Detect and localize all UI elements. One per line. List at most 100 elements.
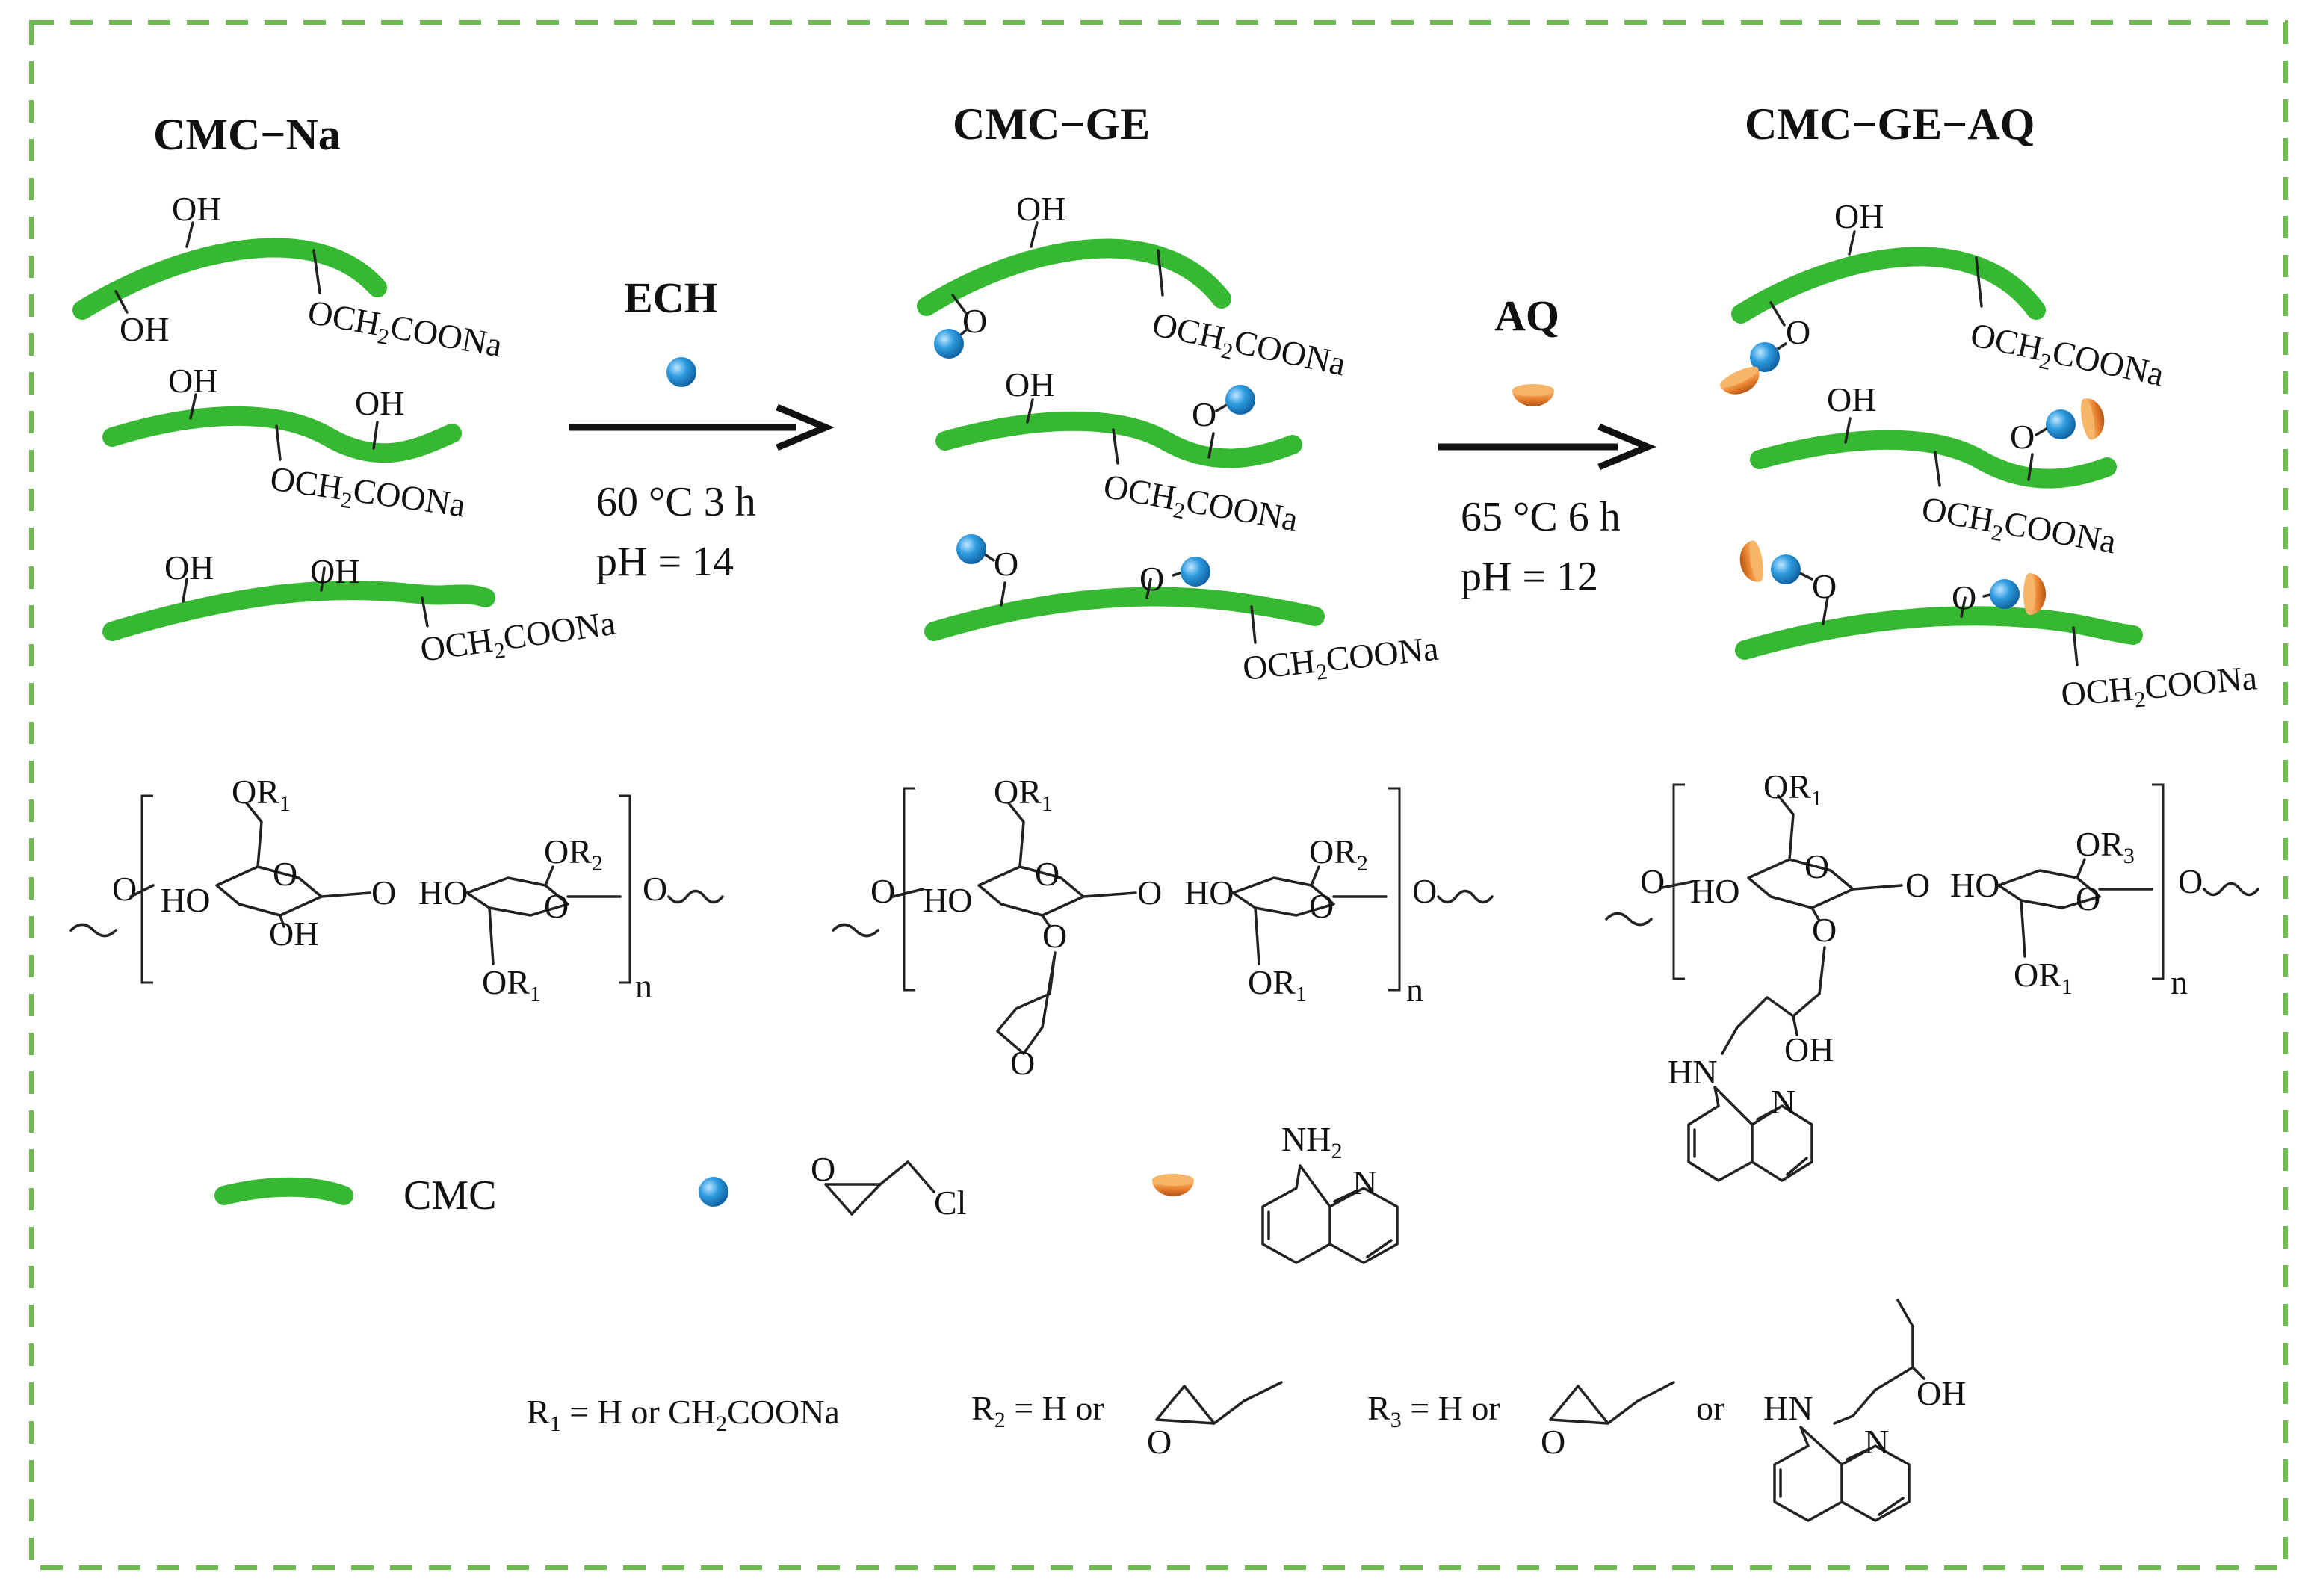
svg-text:O: O (1010, 1044, 1035, 1082)
svg-text:O: O (2076, 879, 2100, 918)
svg-text:O: O (1147, 1423, 1172, 1461)
svg-text:HO: HO (1690, 872, 1739, 910)
aq-structure (1261, 1164, 1331, 1264)
svg-text:OH: OH (1005, 365, 1054, 403)
structure-cmc-na: O OR1 O HO OH O HO OR2 O OR1 n O (69, 773, 724, 1006)
svg-text:OH: OH (1834, 197, 1884, 235)
svg-text:O: O (1541, 1423, 1565, 1461)
cmc-ge-aq-chains: OH O OCH2COONa OH O OCH2COONa O O (1717, 197, 2259, 719)
svg-text:OCH2COONa: OCH2COONa (1148, 305, 1349, 388)
conditions-step2: 65 °C 6 h (1461, 494, 1621, 540)
or-word: or (1696, 1389, 1724, 1427)
r1-definition: R1 = H or CH2COONa (527, 1393, 840, 1436)
svg-text:OCH2COONa: OCH2COONa (1966, 315, 2167, 398)
svg-text:O: O (1137, 873, 1162, 912)
svg-text:O: O (1812, 567, 1837, 605)
svg-text:OCH2COONa: OCH2COONa (267, 459, 468, 529)
structure-cmc-ge-aq: O OR1 O HO O OH HN N O HO OR3 O (1605, 767, 2259, 1182)
svg-text:OH: OH (355, 384, 404, 422)
aq-cap-icon (1512, 384, 1554, 406)
reagent-ech: ECH (624, 273, 718, 322)
ech-sphere-icon (666, 357, 696, 387)
svg-text:OCH2COONa: OCH2COONa (304, 293, 505, 370)
svg-text:OR1: OR1 (994, 773, 1053, 816)
svg-text:O: O (2178, 862, 2203, 900)
svg-text:O: O (1786, 313, 1810, 351)
cmc-ge-chains: OH O OCH2COONa OH O OCH2COONa O O O (917, 190, 1441, 693)
reaction-arrow-2: AQ 65 °C 6 h pH = 12 (1438, 291, 1656, 600)
legend-cmc-label: CMC (403, 1172, 497, 1219)
svg-text:Cl: Cl (934, 1184, 966, 1222)
svg-text:n: n (1406, 971, 1423, 1009)
svg-text:OR1: OR1 (1763, 767, 1822, 811)
svg-text:OH: OH (310, 552, 359, 590)
svg-text:O: O (870, 872, 895, 910)
ch2coona-label: OCH (305, 293, 383, 343)
svg-text:O: O (1412, 872, 1437, 910)
title-cmc-ge-aq: CMC−GE−AQ (1745, 99, 2035, 149)
svg-text:O: O (1640, 862, 1665, 900)
svg-text:HO: HO (161, 881, 210, 919)
svg-text:OH: OH (1917, 1374, 1966, 1412)
svg-text:N: N (1352, 1163, 1377, 1201)
ech-sphere-icon (699, 1177, 728, 1207)
svg-text:OH: OH (1016, 190, 1065, 228)
svg-text:O: O (544, 887, 569, 925)
ph-step2: pH = 12 (1461, 554, 1598, 600)
title-cmc-ge: CMC−GE (953, 99, 1150, 149)
svg-text:OCH2COONa: OCH2COONa (1918, 489, 2119, 566)
r2-definition: R2 = H or (971, 1389, 1104, 1432)
svg-text:O: O (1042, 917, 1067, 955)
svg-text:OCH2COONa: OCH2COONa (1241, 629, 1441, 693)
svg-text:OH: OH (168, 362, 217, 400)
conditions-step1: 60 °C 3 h (596, 479, 756, 525)
svg-text:OCH2COONa: OCH2COONa (1100, 467, 1301, 544)
svg-text:HN: HN (1763, 1389, 1813, 1427)
reaction-arrow-1: ECH 60 °C 3 h pH = 14 (569, 273, 835, 585)
svg-text:O: O (1804, 847, 1829, 885)
svg-text:OR2: OR2 (544, 832, 603, 876)
svg-text:OR1: OR1 (482, 963, 541, 1006)
legend: CMC O Cl NH2 N (214, 1120, 1399, 1264)
svg-text:HO: HO (1184, 873, 1234, 912)
structure-cmc-ge: O OR1 O HO O O O HO OR2 O OR1 n O (832, 773, 1494, 1082)
svg-text:N: N (1771, 1083, 1795, 1121)
svg-text:O: O (994, 545, 1018, 583)
svg-text:O: O (1905, 866, 1930, 904)
ech-structure (824, 1160, 935, 1216)
svg-text:OR1: OR1 (232, 773, 291, 816)
svg-text:HN: HN (1668, 1053, 1717, 1091)
cmc-chain-icon (214, 1177, 353, 1205)
svg-text:O: O (1952, 578, 1976, 616)
r-definitions: R1 = H or CH2COONa R2 = H or O R3 = H or… (527, 1299, 1966, 1522)
svg-text:OH: OH (1827, 380, 1876, 418)
title-cmc-na: CMC−Na (153, 110, 341, 159)
svg-text:O: O (112, 870, 137, 908)
cmc-na-chains: OH OH OCH2COONa OH OH OCH2COONa OH OH OC… (72, 190, 618, 674)
svg-text:OR3: OR3 (2076, 825, 2135, 868)
svg-text:N: N (1864, 1423, 1889, 1461)
svg-text:OR1: OR1 (2014, 956, 2073, 999)
svg-text:HO: HO (923, 881, 972, 919)
oh-label: OH (120, 310, 169, 348)
svg-text:OCH2COONa: OCH2COONa (2059, 658, 2259, 719)
svg-text:HO: HO (418, 873, 468, 912)
svg-text:O: O (1309, 887, 1334, 925)
svg-text:O: O (811, 1150, 835, 1188)
svg-text:O: O (371, 873, 396, 912)
svg-text:OR1: OR1 (1248, 963, 1307, 1006)
svg-text:O: O (643, 870, 667, 908)
svg-text:n: n (2171, 963, 2188, 1001)
aq-cap-icon (1152, 1174, 1194, 1196)
svg-text:OCH2COONa: OCH2COONa (418, 604, 618, 674)
svg-text:NH2: NH2 (1281, 1120, 1342, 1163)
svg-text:O: O (962, 302, 987, 340)
svg-text:OR2: OR2 (1309, 832, 1368, 876)
svg-text:O: O (1812, 911, 1837, 949)
svg-text:O: O (1192, 395, 1216, 433)
r3-definition: R3 = H or (1367, 1389, 1500, 1432)
svg-text:O: O (1139, 560, 1164, 598)
svg-text:O: O (273, 855, 297, 893)
svg-text:OH: OH (269, 915, 318, 953)
